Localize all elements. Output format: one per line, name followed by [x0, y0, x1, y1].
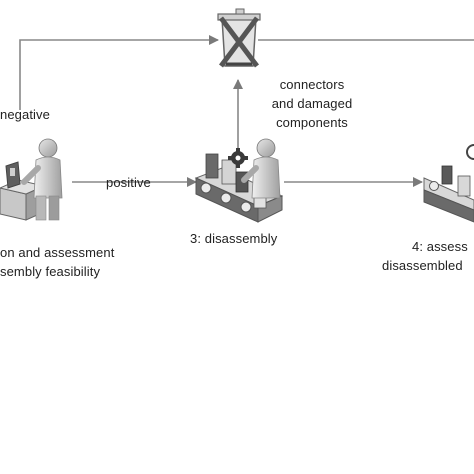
step3-label: 3: disassembly [190, 231, 278, 246]
worker-person-icon [241, 138, 281, 199]
step1-label-line2: sembly feasibility [0, 264, 101, 279]
gear-icon [228, 148, 248, 168]
cardboard-box-icon [0, 161, 46, 221]
step4-label-line2: disassembled [382, 258, 463, 273]
conveyor-belt-icon [194, 153, 284, 223]
negative-path-line [19, 35, 219, 110]
trash-bin-icon [217, 8, 261, 68]
positive-label: positive [106, 175, 151, 190]
step1-label-line1: on and assessment [0, 245, 115, 260]
negative-label: negative [0, 107, 50, 122]
assessment-conveyor-icon [423, 144, 474, 223]
step4-label-line1: 4: assess [412, 239, 468, 254]
connectors-label-1: connectors [279, 77, 345, 92]
connectors-label-3: components [276, 115, 348, 130]
person-icon [21, 138, 63, 221]
connectors-label-2: and damaged [271, 96, 353, 111]
